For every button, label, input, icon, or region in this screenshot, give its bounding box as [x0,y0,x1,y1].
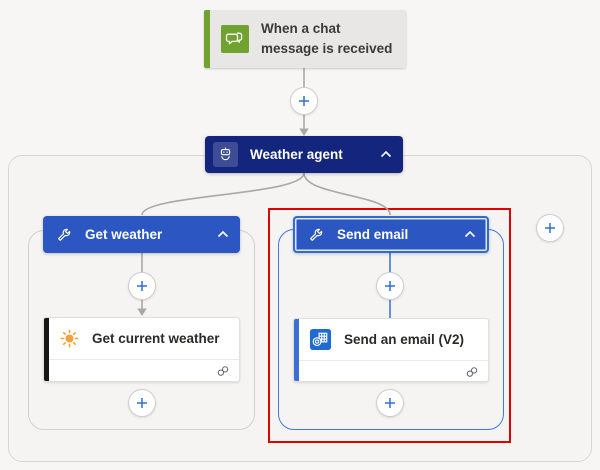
add-tool-button[interactable] [536,214,564,242]
action-card-get-current-weather[interactable]: Get current weather [43,317,240,382]
branch-title: Get weather [85,227,163,242]
action-title: Send an email (V2) [344,332,465,347]
chat-icon [221,25,249,53]
insert-step-button[interactable] [128,272,156,300]
action-title: Get current weather [92,331,220,346]
wrench-icon [56,227,72,243]
branch-title: Send email [337,227,409,242]
bot-icon [213,142,238,167]
trigger-card[interactable]: When a chat message is received [204,10,406,68]
link-icon [216,364,230,378]
outlook-icon [309,328,332,351]
insert-step-button[interactable] [290,87,318,115]
wrench-icon [308,227,324,243]
trigger-title: When a chat message is received [261,21,393,56]
insert-step-button[interactable] [128,389,156,417]
card-accent-bar [44,318,49,381]
plus-icon [299,96,309,106]
branch-header-send-email[interactable]: Send email [293,216,489,253]
insert-step-button[interactable] [376,272,404,300]
branch-header-get-weather[interactable]: Get weather [43,216,240,253]
plus-icon [137,398,147,408]
chevron-up-icon[interactable] [216,229,230,240]
insert-step-button[interactable] [376,389,404,417]
agent-title: Weather agent [250,147,343,162]
chevron-up-icon[interactable] [379,149,393,160]
card-accent-bar [294,319,299,381]
agent-card[interactable]: Weather agent [205,136,403,173]
plus-icon [137,281,147,291]
chevron-up-icon[interactable] [463,229,477,240]
sun-icon [59,328,80,349]
plus-icon [545,223,555,233]
plus-icon [385,398,395,408]
link-icon [465,365,479,379]
card-divider [49,359,239,360]
action-card-send-an-email[interactable]: Send an email (V2) [293,318,489,382]
plus-icon [385,281,395,291]
card-divider [299,360,488,361]
